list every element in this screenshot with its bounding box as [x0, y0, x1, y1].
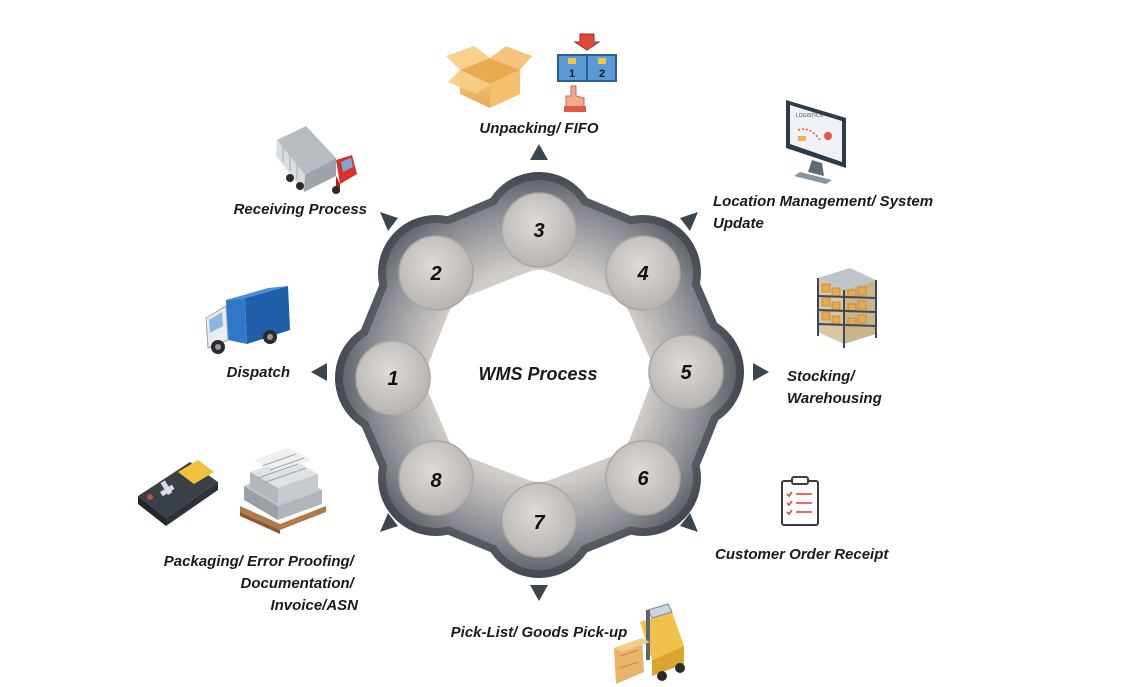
arrow-step-6 — [680, 513, 698, 532]
step-number-3: 3 — [533, 220, 544, 242]
pallet-stack-icon — [240, 448, 326, 534]
monitor-screen-title: LOGISTICS — [796, 113, 823, 119]
logistics-monitor-icon: LOGISTICS — [786, 100, 846, 184]
order-clipboard-icon — [781, 476, 819, 526]
chain-inner-hole — [425, 270, 653, 482]
arrow-step-1 — [311, 363, 327, 381]
warehouse-shelves-icon — [817, 268, 877, 348]
link-face-2 — [398, 235, 474, 311]
chain-link-faces — [355, 192, 724, 558]
label-step-3: Unpacking/ FIFO — [479, 120, 599, 137]
open-box-icon — [446, 46, 532, 108]
label-step-5: Stocking/ Warehousing — [787, 368, 882, 407]
step-labels: Dispatch Receiving Process Unpacking/ FI… — [164, 120, 937, 641]
label-step-4: Location Management/ System Update — [713, 193, 937, 232]
link-face-4 — [605, 235, 681, 311]
fifo-boxes-icon: 1 2 — [557, 33, 617, 112]
link-face-7 — [501, 482, 577, 558]
label-step-7: Pick-List/ Goods Pick-up — [451, 624, 628, 641]
process-chain: 1 2 3 4 5 6 7 8 — [335, 172, 744, 578]
label-step-8: Packaging/ Error Proofing/ Documentation… — [164, 553, 359, 614]
fifo-box-1-label: 1 — [569, 68, 575, 80]
container-truck-icon — [276, 126, 357, 194]
fifo-box-2-label: 2 — [599, 68, 605, 80]
barcode-scanner-icon — [138, 460, 218, 526]
label-step-1: Dispatch — [227, 364, 290, 381]
arrow-step-2 — [380, 212, 398, 231]
label-step-2: Receiving Process — [234, 201, 367, 218]
arrow-step-7 — [530, 585, 548, 601]
link-face-3 — [501, 192, 577, 268]
step-number-6: 6 — [637, 468, 649, 490]
step-number-2: 2 — [429, 263, 441, 285]
step-number-8: 8 — [430, 470, 442, 492]
link-face-6 — [605, 440, 681, 516]
link-face-5 — [648, 334, 724, 410]
delivery-truck-icon — [205, 286, 290, 354]
arrow-step-3 — [530, 144, 548, 160]
link-face-8 — [398, 440, 474, 516]
label-step-6: Customer Order Receipt — [715, 546, 889, 563]
center-title: WMS Process — [478, 364, 597, 384]
arrow-step-8 — [380, 513, 398, 532]
step-number-1: 1 — [387, 368, 398, 390]
forklift-icon — [614, 603, 685, 684]
step-number-5: 5 — [680, 362, 692, 384]
direction-arrows — [311, 144, 769, 601]
step-number-7: 7 — [533, 512, 545, 534]
step-number-4: 4 — [636, 263, 648, 285]
arrow-step-4 — [680, 212, 698, 231]
link-face-1 — [355, 340, 431, 416]
arrow-step-5 — [753, 363, 769, 381]
